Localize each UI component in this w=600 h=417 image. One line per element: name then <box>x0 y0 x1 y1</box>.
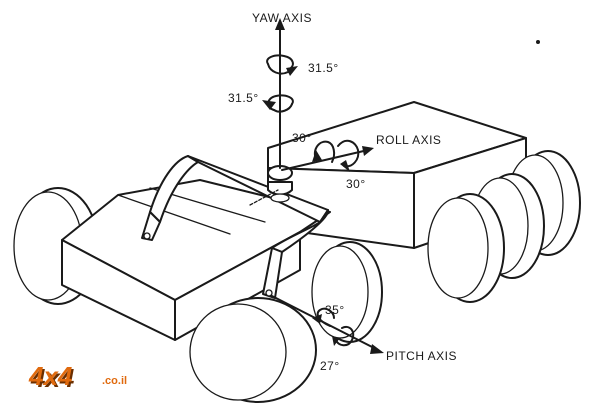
pitch-axis <box>271 295 384 354</box>
roll-axis-label: ROLL AXIS <box>376 133 441 147</box>
front-wheel-front-right <box>189 297 317 403</box>
rear-wheel-front <box>427 193 505 303</box>
watermark-logo: 4x4 4x4 .co.il <box>28 361 127 393</box>
ink-speck <box>536 40 540 44</box>
roll-axis <box>281 139 374 172</box>
roll-upper-angle: 30° <box>292 131 312 145</box>
yaw-axis <box>262 18 298 169</box>
yaw-lower-angle: 31.5° <box>228 91 259 105</box>
front-body <box>61 179 331 341</box>
pitch-lower-angle: 27° <box>320 359 340 373</box>
watermark-brand: 4x4 <box>28 361 73 391</box>
yaw-axis-label: YAW AXIS <box>252 11 312 25</box>
pitch-axis-label: PITCH AXIS <box>386 349 457 363</box>
roll-bar <box>141 155 329 299</box>
pitch-upper-angle: 35° <box>325 303 345 317</box>
yaw-upper-angle: 31.5° <box>308 61 339 75</box>
watermark-suffix: .co.il <box>102 375 127 387</box>
roll-lower-angle: 30° <box>346 177 366 191</box>
watermark-brand-shadow: 4x4 <box>30 363 75 393</box>
